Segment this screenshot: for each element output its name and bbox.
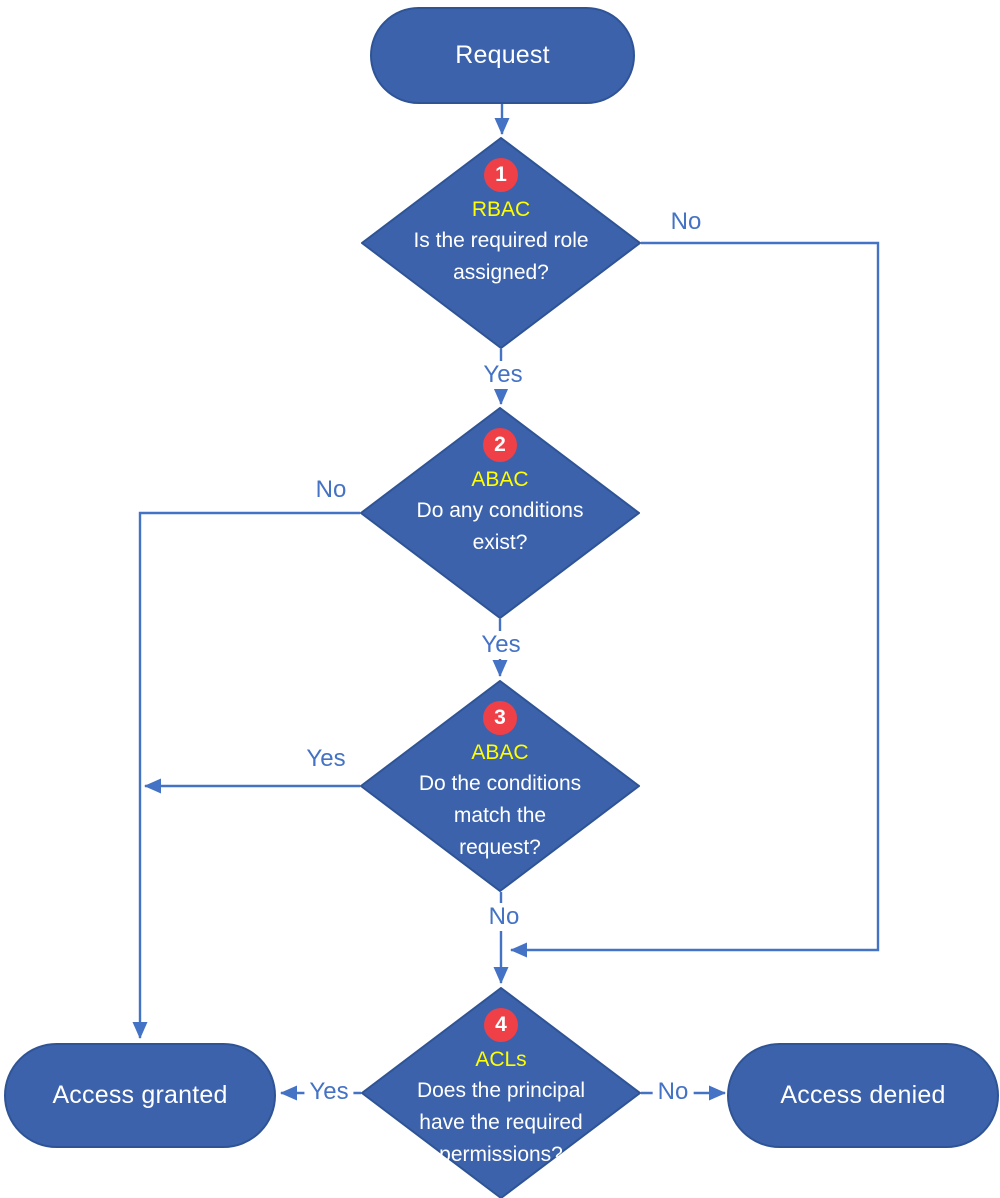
- step-number-badge: 2: [483, 428, 517, 462]
- edge-label-d3-no: No: [483, 903, 525, 931]
- edge-label-d2-yes: Yes: [476, 631, 526, 659]
- decision-category: RBAC: [471, 198, 531, 221]
- edge-label-d1-no: No: [665, 208, 707, 236]
- diamond-shape: [360, 407, 640, 619]
- decision-category: ACLs: [475, 1048, 527, 1071]
- outcome-node-access-denied: Access denied: [727, 1043, 999, 1148]
- edge-label-d4-no: No: [652, 1078, 694, 1106]
- decision-category: ABAC: [471, 741, 529, 764]
- decision-content: 4 ACLs Does the principal have the requi…: [361, 987, 641, 1198]
- start-node-label: Request: [455, 41, 550, 69]
- decision-content: 2 ABAC Do any conditions exist?: [360, 407, 640, 619]
- edge-label-d1-yes: Yes: [478, 361, 528, 389]
- diamond-shape: [361, 137, 641, 349]
- decision-question: Do any conditions exist?: [416, 499, 584, 554]
- decision-question: Do the conditions match the request?: [418, 772, 582, 859]
- decision-category: ABAC: [471, 468, 529, 491]
- decision-node-rbac: 1 RBAC Is the required role assigned?: [361, 137, 641, 349]
- edge-label-d4-yes: Yes: [304, 1078, 354, 1106]
- decision-node-abac-exist: 2 ABAC Do any conditions exist?: [360, 407, 640, 619]
- outcome-node-access-granted: Access granted: [4, 1043, 276, 1148]
- edge-label-d3-yes: Yes: [301, 745, 351, 773]
- outcome-label-granted: Access granted: [52, 1081, 228, 1109]
- decision-node-abac-match: 3 ABAC Do the conditions match the reque…: [360, 680, 640, 892]
- decision-question: Is the required role assigned?: [413, 229, 589, 284]
- step-number-badge: 1: [484, 158, 518, 192]
- diamond-shape: [361, 987, 641, 1198]
- decision-content: 1 RBAC Is the required role assigned?: [361, 137, 641, 349]
- decision-question: Does the principal have the required per…: [416, 1079, 586, 1166]
- diamond-shape: [360, 680, 640, 892]
- start-node-request: Request: [370, 7, 635, 104]
- outcome-label-denied: Access denied: [780, 1081, 946, 1109]
- decision-node-acls: 4 ACLs Does the principal have the requi…: [361, 987, 641, 1198]
- decision-content: 3 ABAC Do the conditions match the reque…: [360, 680, 640, 892]
- edge-label-d2-no: No: [310, 476, 352, 504]
- connector-d1-no-to-d3no-junction: [510, 241, 880, 958]
- connector-d2-no-to-granted: [132, 511, 360, 1039]
- step-number-badge: 4: [484, 1008, 518, 1042]
- step-number-badge: 3: [483, 701, 517, 735]
